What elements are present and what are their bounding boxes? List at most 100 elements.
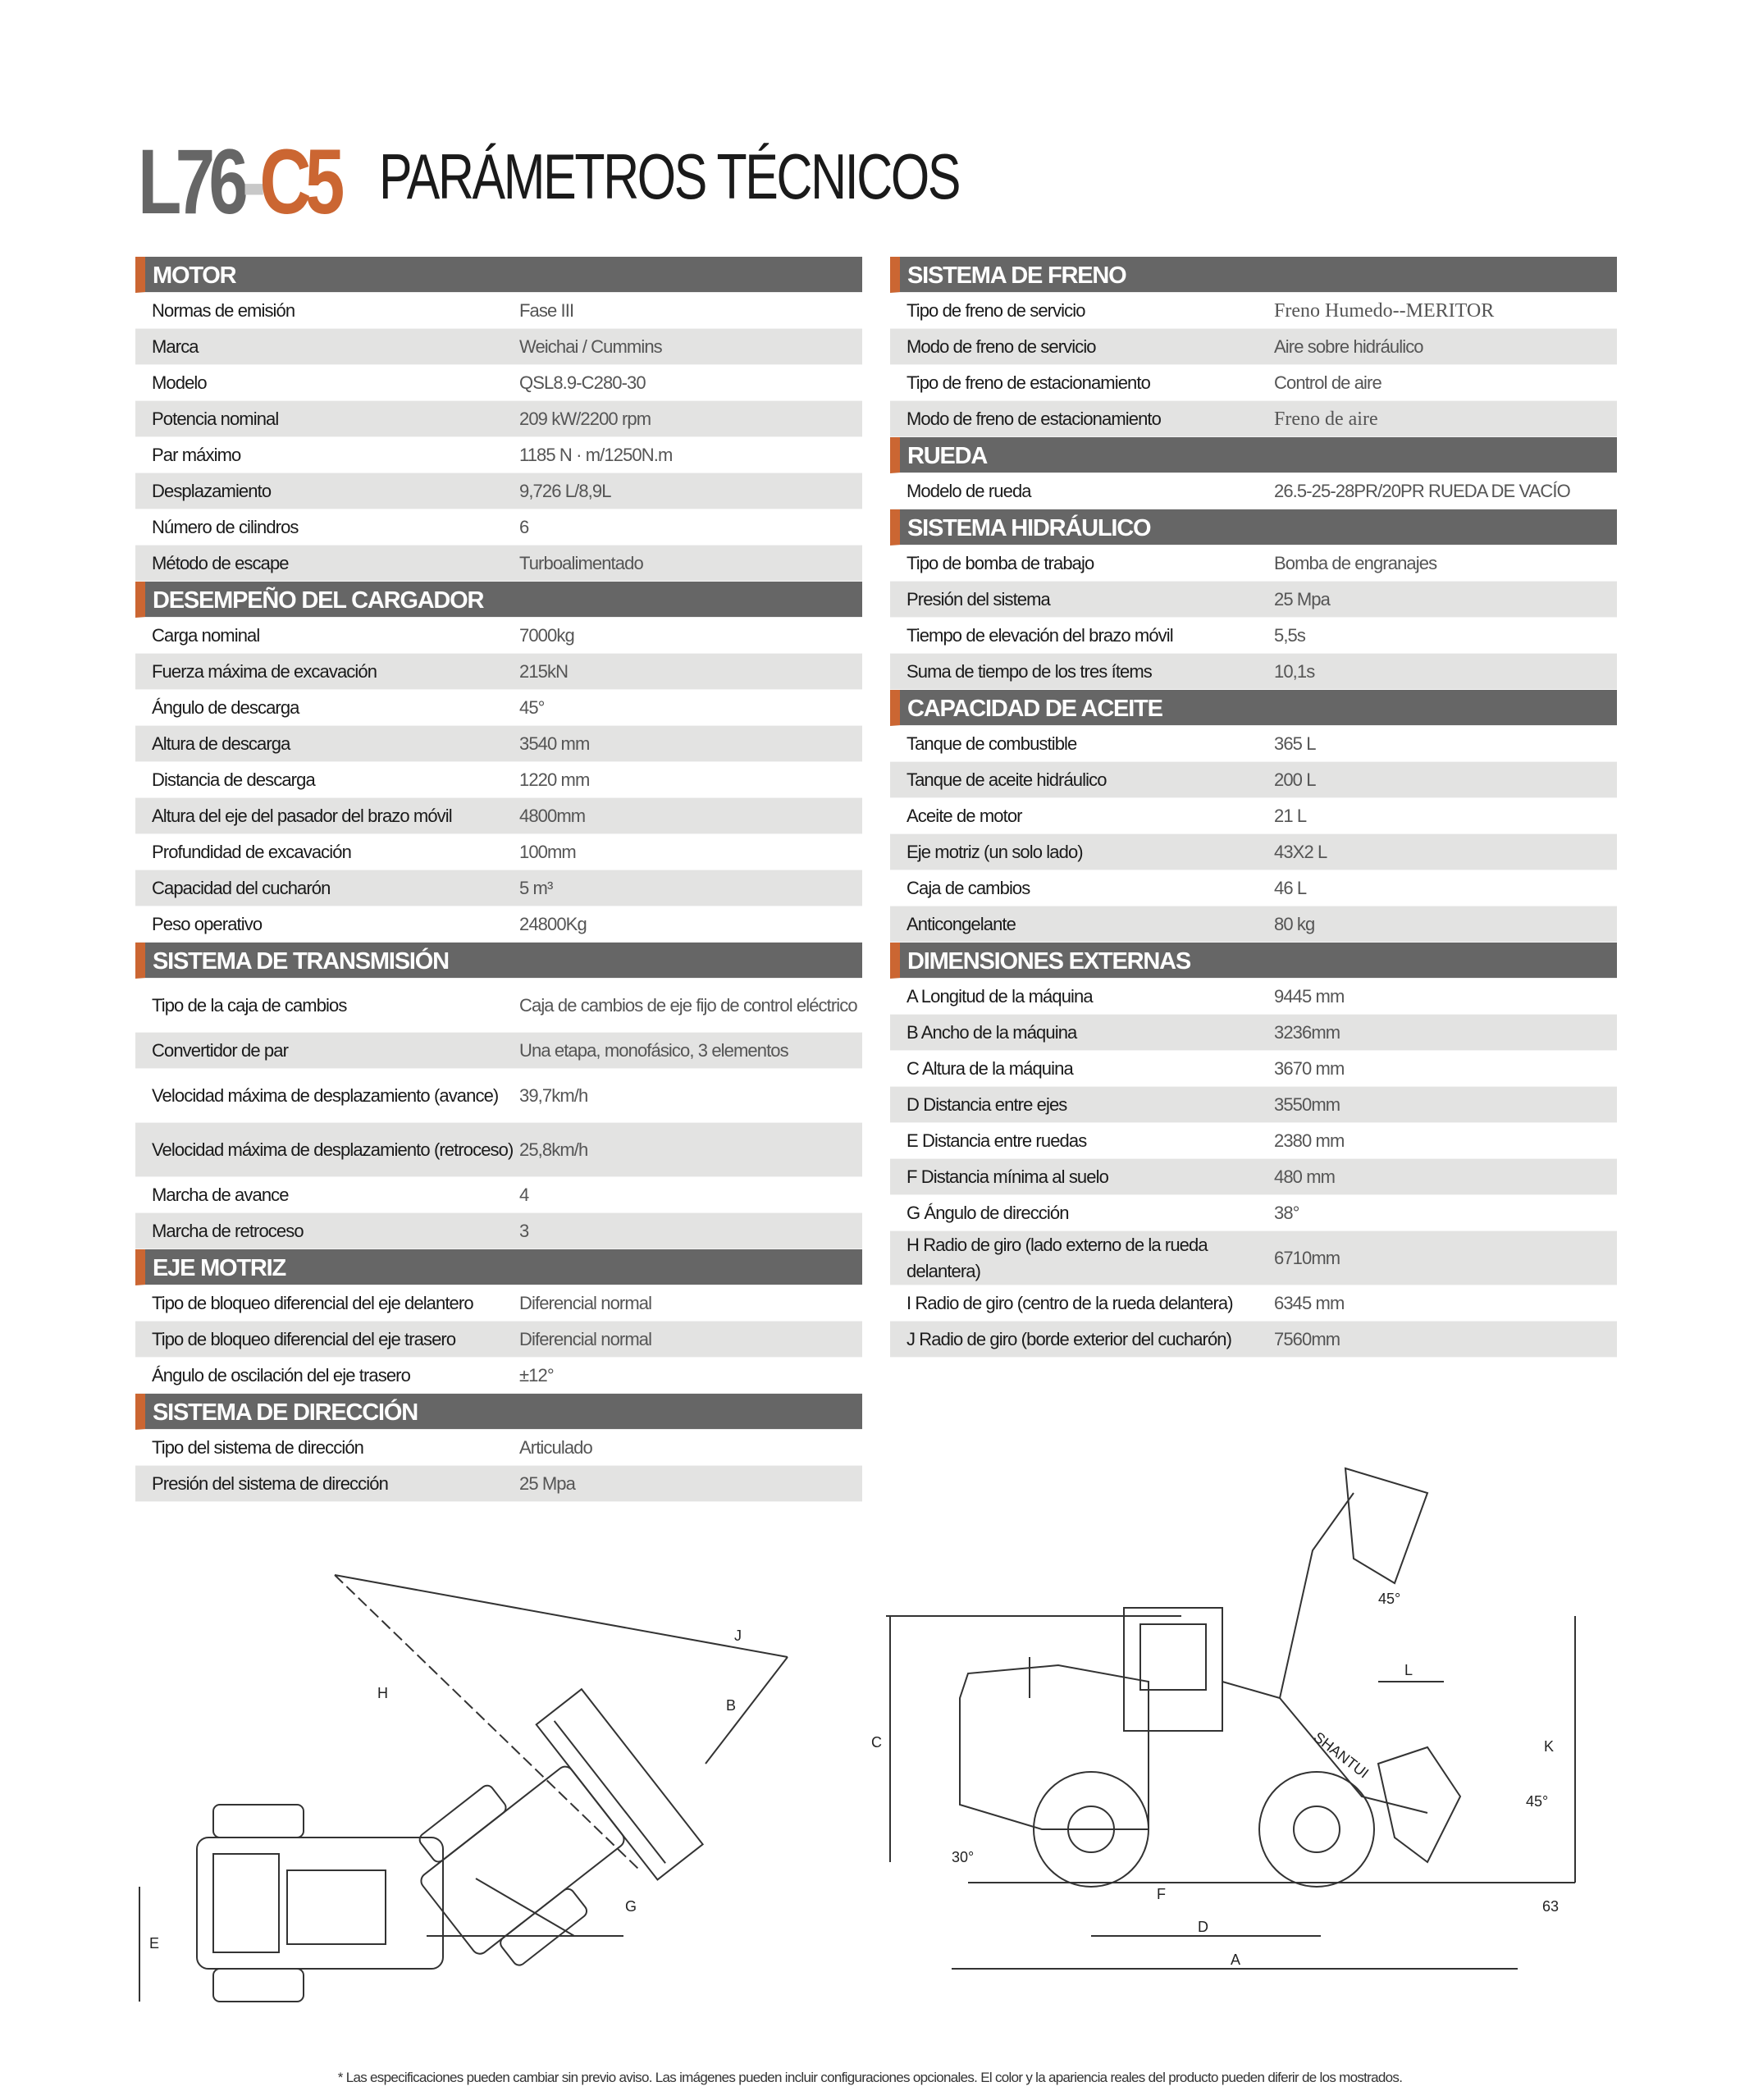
radius-line-h <box>334 1574 641 1871</box>
spec-value: 3 <box>519 1220 529 1241</box>
section-header-motor: MOTOR <box>135 257 862 293</box>
spec-label: Capacidad del cucharón <box>152 877 331 898</box>
spec-label: Velocidad máxima de desplazamiento (avan… <box>152 1084 499 1106</box>
dim-label-g: G <box>625 1898 637 1915</box>
spec-label: Ángulo de descarga <box>152 696 299 718</box>
cab <box>1123 1607 1223 1732</box>
spec-row: Tipo de bloqueo diferencial del eje tras… <box>135 1322 862 1358</box>
dim-label-j: J <box>734 1628 742 1644</box>
spec-label: Tipo de bloqueo diferencial del eje dela… <box>152 1292 474 1313</box>
spec-label: Tipo del sistema de dirección <box>152 1436 364 1458</box>
spec-label: Altura de descarga <box>152 733 290 754</box>
bucket <box>1377 1746 1462 1864</box>
spec-value: 3540 mm <box>519 733 590 754</box>
spec-row: Tipo de bloqueo diferencial del eje dela… <box>135 1285 862 1322</box>
section-header-sistema-de-direccion: SISTEMA DE DIRECCIÓN <box>135 1394 862 1430</box>
spec-label: D Distancia entre ejes <box>907 1093 1067 1115</box>
spec-label: E Distancia entre ruedas <box>907 1130 1087 1151</box>
brand-decal: SHANTUI <box>1311 1728 1372 1781</box>
model-logo: L76-C5 <box>138 136 395 228</box>
spec-value: Aire sobre hidráulico <box>1274 336 1424 357</box>
footnote: * Las especificaciones pueden cambiar si… <box>337 2070 1403 2085</box>
spec-value: 39,7km/h <box>519 1084 588 1106</box>
spec-label: Marcha de avance <box>152 1184 290 1205</box>
dim-label-h: H <box>377 1685 388 1701</box>
spec-row: J Radio de giro (borde exterior del cuch… <box>890 1322 1617 1358</box>
spec-label: Presión del sistema <box>907 588 1051 609</box>
spec-value: 6710mm <box>1274 1247 1340 1268</box>
spec-value: Articulado <box>519 1436 593 1458</box>
spec-label: H Radio de giro (lado externo de la rued… <box>907 1234 1208 1281</box>
spec-value: 5,5s <box>1274 624 1306 646</box>
spec-label: Desplazamiento <box>152 480 272 501</box>
spec-value: 6 <box>519 516 529 537</box>
spec-value: Caja de cambios de eje fijo de control e… <box>519 994 858 1016</box>
spec-value: Turboalimentado <box>519 552 644 573</box>
section-header-desempeno-del-cargador: DESEMPEÑO DEL CARGADOR <box>135 582 862 618</box>
spec-row: Altura de descarga 3540 mm <box>135 726 862 762</box>
spec-label: Eje motriz (un solo lado) <box>907 841 1084 862</box>
spec-value: 80 kg <box>1274 913 1315 934</box>
spec-value: Una etapa, monofásico, 3 elementos <box>519 1039 789 1061</box>
spec-value: 5 m³ <box>519 877 553 898</box>
dim-label-k: K <box>1544 1738 1554 1755</box>
spec-label: Ángulo de oscilación del eje trasero <box>152 1364 411 1386</box>
spec-label: Marcha de retroceso <box>152 1220 304 1241</box>
spec-value: 215kN <box>519 660 569 682</box>
spec-label: Modelo <box>152 372 208 393</box>
spec-value: 25,8km/h <box>519 1139 588 1160</box>
section-header-dimensiones-externas: DIMENSIONES EXTERNAS <box>890 943 1617 979</box>
spec-value: 24800Kg <box>519 913 587 934</box>
section-header-sistema-hidraulico: SISTEMA HIDRÁULICO <box>890 509 1617 546</box>
spec-value: 209 kW/2200 rpm <box>519 408 651 429</box>
spec-value: 9,726 L/8,9L <box>519 480 611 501</box>
raised-bucket <box>1344 1467 1429 1585</box>
spec-label: F Distancia mínima al suelo <box>907 1166 1109 1187</box>
spec-label: Modo de freno de estacionamiento <box>907 408 1162 429</box>
spec-value: 3550mm <box>1274 1093 1340 1115</box>
spec-label: Presión del sistema de dirección <box>152 1472 389 1494</box>
spec-value: Freno Humedo--MERITOR <box>1274 299 1495 322</box>
dim-label-b: B <box>726 1697 736 1714</box>
spec-label: Anticongelante <box>907 913 1016 934</box>
section-header-sistema-de-freno: SISTEMA DE FRENO <box>890 257 1617 293</box>
rear-wheel <box>212 1804 304 1838</box>
spec-value: 45° <box>519 696 545 718</box>
departure-angle-label: 30° <box>952 1849 974 1865</box>
spec-value: 38° <box>1274 1202 1299 1223</box>
spec-label: Tipo de bomba de trabajo <box>907 552 1094 573</box>
spec-label: Distancia de descarga <box>152 769 316 790</box>
section-header-capacidad-de-aceite: CAPACIDAD DE ACEITE <box>890 690 1617 726</box>
spec-row: Desplazamiento 9,726 L/8,9L <box>135 473 862 509</box>
rear-wheel <box>1033 1771 1149 1888</box>
spec-value: Weichai / Cummins <box>519 336 663 357</box>
spec-label: Tanque de combustible <box>907 733 1077 754</box>
spec-label: Suma de tiempo de los tres ítems <box>907 660 1153 682</box>
spec-label: Peso operativo <box>152 913 263 934</box>
spec-label: B Ancho de la máquina <box>907 1021 1077 1043</box>
spec-label: G Ángulo de dirección <box>907 1202 1069 1223</box>
top-view-diagram: H J B G E <box>139 1574 788 2002</box>
